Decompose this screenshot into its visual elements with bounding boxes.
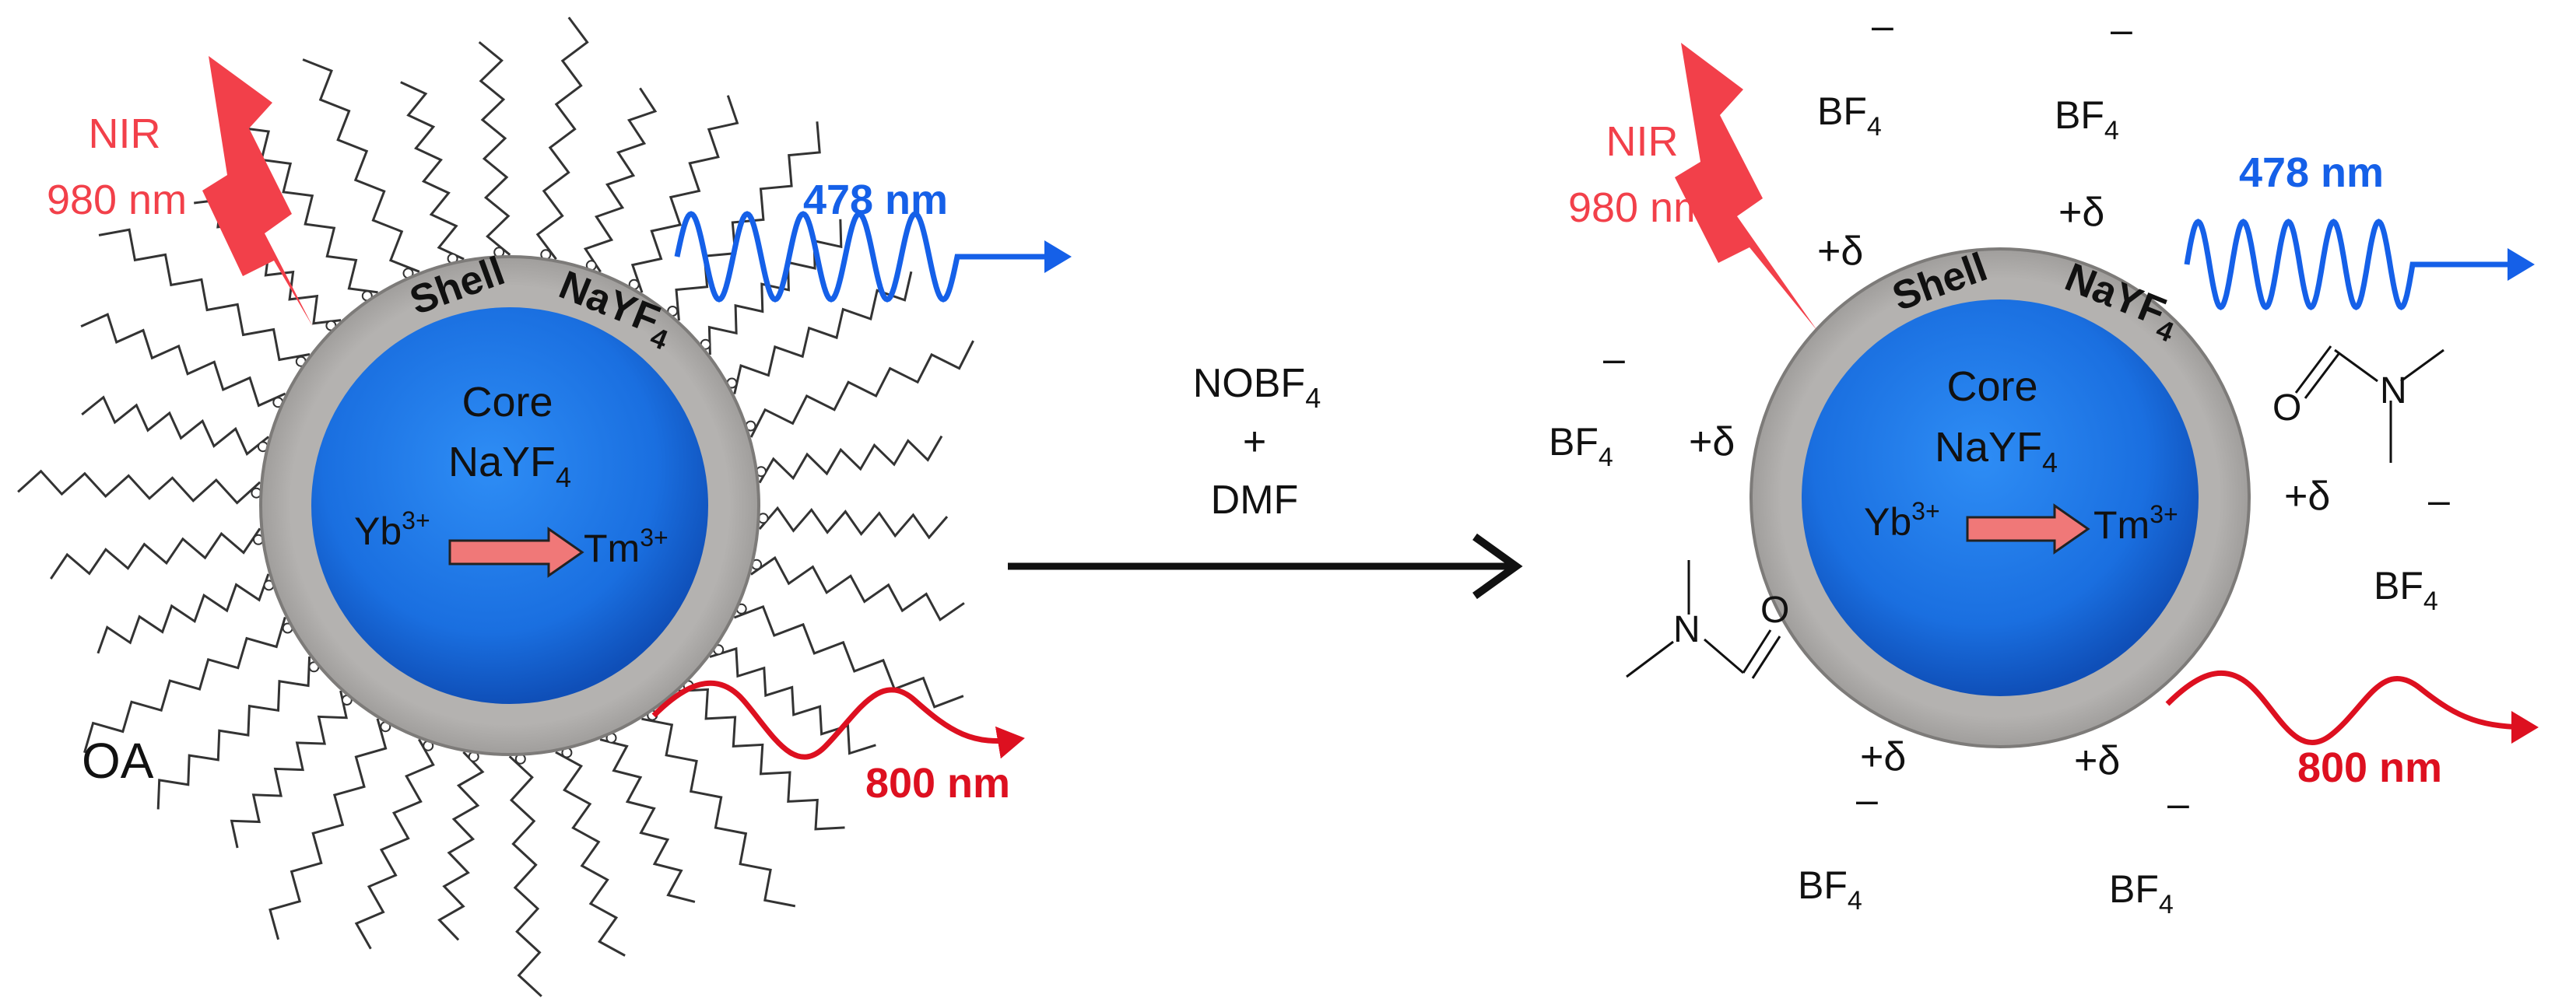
ligand-chain <box>80 313 286 408</box>
partial-charge: +δ <box>1817 229 1863 274</box>
bf4-anion: BF4 – <box>2374 478 2450 616</box>
partial-charge: +δ <box>2074 738 2120 783</box>
dmf-oxygen: O <box>1760 590 1789 631</box>
svg-text:–: – <box>1603 337 1625 380</box>
ligand-chain <box>239 126 378 294</box>
ligand-chain <box>749 340 974 438</box>
ligand-chain <box>641 717 796 908</box>
ligand-chain <box>354 738 435 950</box>
ligand-chain <box>98 228 311 362</box>
ligand-chain <box>678 688 845 831</box>
right-activator: Tm3+ <box>2093 500 2178 547</box>
svg-text:–: – <box>2167 782 2189 825</box>
svg-text:BF4: BF4 <box>2109 867 2174 919</box>
bf4-anion: BF4 – <box>1817 4 1893 142</box>
right-red-emission-label: 800 nm <box>2297 744 2442 791</box>
right-nir-label: NIR <box>1606 118 1679 165</box>
left-sensitizer: Yb3+ <box>354 506 430 553</box>
reaction: NOBF4 + DMF <box>1008 361 1523 600</box>
ligand-chain <box>17 469 261 505</box>
reagent-plus: + <box>1243 419 1266 464</box>
ligand-chain <box>50 527 261 580</box>
ligand-label: OA <box>82 733 154 789</box>
left-blue-emission-wave <box>674 211 1072 303</box>
dmf-nitrogen: N <box>2380 370 2407 411</box>
ligand-chain <box>599 738 696 903</box>
left-core <box>311 307 708 704</box>
dmf-molecule <box>1626 560 1781 679</box>
ligand-chain <box>230 690 348 849</box>
left-nir-wavelength: 980 nm <box>47 177 187 223</box>
ligand-chain <box>83 616 286 754</box>
ligand-chain <box>733 604 964 709</box>
dmf-oxygen: O <box>2272 387 2301 429</box>
left-activator: Tm3+ <box>584 524 669 570</box>
right-nir-lightning-icon <box>1675 43 1817 331</box>
ligand-chain <box>758 435 943 484</box>
ligand-chain <box>400 81 465 261</box>
left-energy-transfer-arrow <box>448 527 584 578</box>
right-core <box>1802 299 2199 696</box>
ligand-chain <box>302 58 420 273</box>
right-sensitizer: Yb3+ <box>1864 497 1940 544</box>
oleic-acid-ligands <box>17 16 974 997</box>
left-blue-emission-label: 478 nm <box>803 177 948 223</box>
left-core-label: Core <box>462 379 553 425</box>
reagent-dmf: DMF <box>1211 478 1299 523</box>
svg-text:BF4: BF4 <box>1817 89 1882 142</box>
svg-text:BF4: BF4 <box>1798 863 1862 916</box>
partial-charge: +δ <box>1860 734 1906 779</box>
right-nir-wavelength: 980 nm <box>1568 184 1708 231</box>
svg-text:BF4: BF4 <box>1549 420 1613 472</box>
ligand-chain <box>478 40 511 256</box>
right-blue-emission-wave <box>2184 219 2535 310</box>
ligand-chain <box>437 751 485 941</box>
ligand-chain <box>709 646 876 755</box>
ligand-chain <box>268 718 388 940</box>
ligand-chain <box>750 555 965 622</box>
ligand-chain <box>156 656 311 810</box>
left-nanoparticle: Shell NaYF4 Core NaYF4 Yb3+ Tm3+ <box>17 16 974 997</box>
ligand-chain <box>97 573 270 654</box>
right-core-material: NaYF4 <box>1935 424 2058 478</box>
bf4-anion: BF4 – <box>1798 778 1878 916</box>
svg-text:BF4: BF4 <box>2374 564 2438 616</box>
right-red-emission-wave <box>2165 670 2539 745</box>
ligand-chain <box>707 219 843 355</box>
right-core-label: Core <box>1946 363 2037 410</box>
partial-charge: +δ <box>1689 419 1735 464</box>
dmf-molecule <box>2294 345 2444 463</box>
partial-charge: +δ <box>2058 190 2104 235</box>
left-core-material: NaYF4 <box>448 439 571 493</box>
ligand-chain <box>81 395 270 456</box>
ligand-chain <box>535 16 589 261</box>
reaction-arrowhead <box>1472 533 1523 600</box>
svg-text:–: – <box>2111 8 2132 51</box>
svg-text:BF4: BF4 <box>2055 93 2119 145</box>
right-energy-transfer-arrow <box>1966 503 2090 555</box>
ligand-chain <box>555 751 626 957</box>
svg-text:–: – <box>1856 778 1878 821</box>
svg-text:–: – <box>2428 478 2450 522</box>
ligand-chain <box>583 87 658 273</box>
right-nanoparticle: Shell NaYF4 Core NaYF4 Yb3+ Tm3+ <box>1750 244 2251 748</box>
left-red-emission-wave <box>651 680 1025 760</box>
reagent-nobf4: NOBF4 <box>1193 361 1321 414</box>
bf4-anion: BF4 – <box>1549 337 1625 472</box>
svg-text:–: – <box>1872 4 1893 47</box>
left-red-emission-label: 800 nm <box>865 760 1010 807</box>
left-nir-label: NIR <box>89 110 161 157</box>
right-blue-emission-label: 478 nm <box>2239 149 2384 196</box>
ligand-chain <box>630 95 739 293</box>
bf4-anion: BF4 – <box>2109 782 2189 919</box>
dmf-nitrogen: N <box>1673 609 1700 650</box>
partial-charge: +δ <box>2284 474 2330 519</box>
bf4-anion: BF4 – <box>2055 8 2132 145</box>
left-nir-lightning-icon <box>202 56 313 327</box>
ligand-chain <box>508 755 542 997</box>
ligand-chain <box>675 121 821 321</box>
ligand-chain <box>758 506 949 540</box>
